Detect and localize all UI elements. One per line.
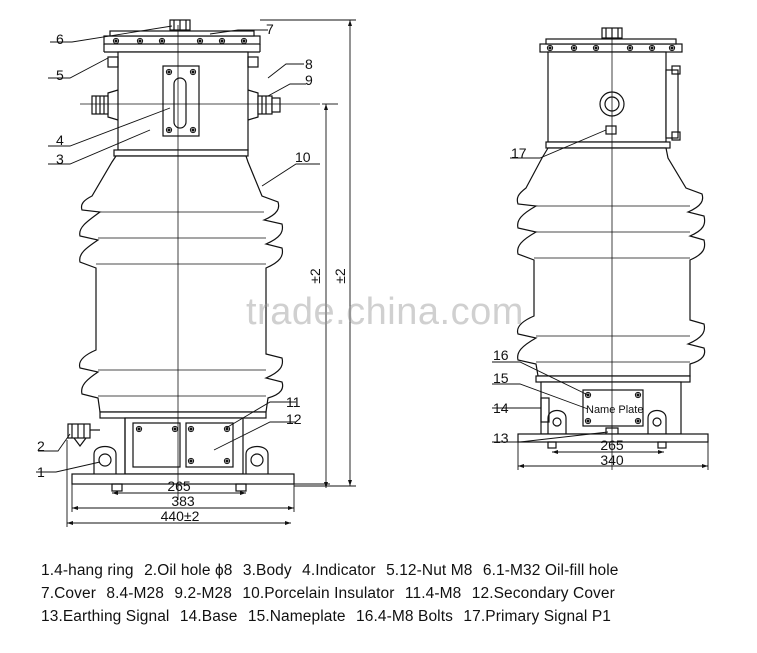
callout-17: 17 [511, 145, 527, 161]
callout-1: 1 [37, 464, 45, 480]
callout-2: 2 [37, 438, 45, 454]
legend-row-2: 7.Cover 8.4-M28 9.2-M28 10.Porcelain Ins… [41, 582, 741, 605]
callout-4: 4 [56, 132, 64, 148]
legend-item: 16.4-M8 Bolts [356, 608, 453, 625]
side-insulator [516, 141, 706, 377]
front-leaders [36, 25, 320, 473]
legend-item: 11.4-M8 [404, 585, 462, 602]
legend-item: 10.Porcelain Insulator [242, 585, 395, 602]
side-terminals [91, 89, 281, 121]
callout-10: 10 [295, 149, 311, 165]
legend-item: 3.Body [242, 562, 292, 579]
legend-item: 5.12-Nut M8 [386, 562, 473, 579]
dim-height-outer: ±2 [332, 268, 348, 284]
legend-item: 13.Earthing Signal [41, 608, 170, 625]
legend-row-3: 13.Earthing Signal 14.Base 15.Nameplate … [41, 605, 741, 628]
legend-item: 12.Secondary Cover [471, 585, 615, 602]
front-dimensions [66, 19, 356, 527]
side-leaders [492, 129, 609, 443]
callout-9: 9 [305, 72, 313, 88]
indicator [162, 65, 200, 137]
front-view [67, 19, 320, 500]
side-body [547, 51, 681, 143]
technical-drawing: 265 383 440±2 ±2 ±2 6 7 5 8 9 4 3 10 11 … [36, 19, 709, 527]
callout-7: 7 [266, 21, 274, 37]
watermark: trade.china.com [246, 291, 524, 333]
callout-15: 15 [493, 370, 509, 386]
dim-340: 340 [600, 452, 624, 468]
side-dimensions [517, 442, 709, 470]
dim-265-front: 265 [167, 478, 191, 494]
side-view [516, 27, 709, 470]
legend-item: 1.4-hang ring [41, 562, 134, 579]
callout-3: 3 [56, 151, 64, 167]
dim-383: 383 [171, 493, 195, 509]
callout-14: 14 [493, 400, 509, 416]
legend-row-1: 1.4-hang ring 2.Oil hole ϕ8 3.Body 4.Ind… [41, 559, 741, 582]
porcelain-insulator [78, 149, 284, 413]
callout-5: 5 [56, 67, 64, 83]
side-dimension-arrows [518, 450, 708, 468]
front-dimension-arrows [67, 20, 352, 525]
top-cover [103, 19, 261, 53]
callout-13: 13 [493, 430, 509, 446]
legend-item: 17.Primary Signal P1 [463, 608, 611, 625]
legend-item: 4.Indicator [302, 562, 376, 579]
legend-item: 15.Nameplate [247, 608, 346, 625]
callout-16: 16 [493, 347, 509, 363]
legend-item: 7.Cover [41, 585, 96, 602]
dim-265-side: 265 [600, 437, 624, 453]
callout-12: 12 [286, 411, 302, 427]
callout-6: 6 [56, 31, 64, 47]
base [67, 411, 295, 492]
dim-440: 440±2 [161, 508, 200, 524]
legend-item: 6.1-M32 Oil-fill hole [482, 562, 619, 579]
dim-height-inner: ±2 [307, 268, 323, 284]
callout-8: 8 [305, 56, 313, 72]
side-base [517, 375, 709, 449]
legend-item: 9.2-M28 [174, 585, 232, 602]
legend-item: 14.Base [179, 608, 238, 625]
legend-item: 2.Oil hole ϕ8 [144, 562, 233, 579]
callout-11: 11 [286, 394, 301, 410]
side-top-cover [539, 27, 683, 53]
parts-legend: 1.4-hang ring 2.Oil hole ϕ8 3.Body 4.Ind… [41, 559, 741, 628]
name-plate-label: Name Plate [586, 404, 643, 416]
legend-item: 8.4-M28 [106, 585, 164, 602]
